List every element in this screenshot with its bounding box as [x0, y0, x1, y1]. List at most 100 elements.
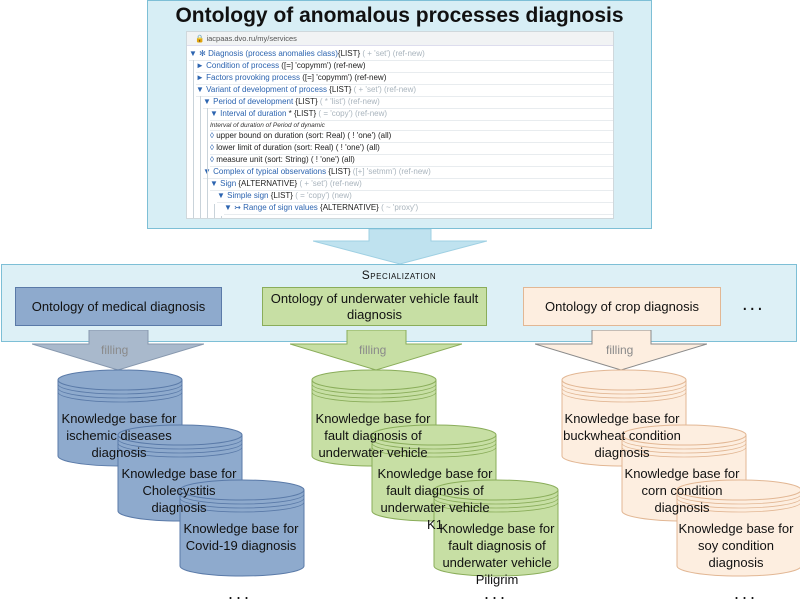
tree-row-modifiers: ( = 'copy') (ref-new)	[316, 109, 388, 118]
filling-label-crop: filling	[606, 343, 634, 357]
ontology-underwater-label: Ontology of underwater vehicle fault dia…	[270, 290, 479, 322]
tree-row[interactable]: ▼ Interval of duration * {LIST} ( = 'cop…	[210, 108, 613, 121]
kb-cylinder-underwater-3	[433, 479, 559, 577]
tree-row-toggle-icon: ▼ ✻	[189, 49, 209, 58]
filling-label-underwater: filling	[359, 343, 387, 357]
more-ontologies-ellipsis: ...	[742, 293, 765, 315]
tree-row-name: Diagnosis (process anomalies class)	[208, 49, 338, 58]
tree-row[interactable]: ▼ Complex of typical observations {LIST}…	[203, 166, 613, 179]
kb-medical-2: Knowledge base for Cholecystitis diagnos…	[121, 466, 237, 515]
tree-row-name: Variant of development of process	[206, 85, 327, 94]
tree-row-toggle-icon: ►	[196, 73, 207, 82]
more-kb-medical-ellipsis: ...	[228, 583, 253, 603]
tree-row-toggle-icon: ▼	[203, 167, 214, 176]
specialization-label: Specialization	[361, 268, 437, 282]
tree-row-modifiers: ([+] 'setmm') (ref-new)	[350, 167, 431, 176]
tree-row-type: lower limit of duration (sort: Real) ( !…	[216, 143, 380, 152]
tree-row-name: Simple sign	[227, 191, 269, 200]
tree-row[interactable]: ◊ upper bound on duration (sort: Real) (…	[210, 130, 613, 143]
tree-row[interactable]: Interval of duration of Period of dynami…	[210, 120, 613, 131]
more-kb-underwater-ellipsis: ...	[484, 583, 509, 603]
kb-crop-1: Knowledge base for buckwheat condition d…	[563, 411, 681, 460]
tree-row-type: upper bound on duration (sort: Real) ( !…	[216, 131, 392, 140]
tree-row-toggle-icon: ▼	[217, 191, 228, 200]
filling-label-medical: filling	[101, 343, 129, 357]
tree-row[interactable]: ◊ measure unit (sort: String) ( ! 'one')…	[210, 154, 613, 167]
tree-row[interactable]: ▼ Simple sign {LIST} ( = 'copy') (new)	[217, 190, 613, 203]
tree-row-type: {ALTERNATIVE}	[236, 179, 298, 188]
tree-row-note: Interval of duration of Period of dynami…	[210, 122, 325, 129]
tree-row-type: ([=] 'copymm') (ref-new)	[279, 61, 366, 70]
ontology-crop-label: Ontology of crop diagnosis	[545, 298, 699, 314]
kb-crop-2: Knowledge base for corn condition diagno…	[624, 466, 740, 515]
tree-indent-guide	[200, 96, 201, 218]
tree-row-toggle-icon: ▼ ↣	[224, 203, 244, 212]
kb-crop-3: Knowledge base for soy condition diagnos…	[678, 521, 794, 570]
kb-underwater-3: Knowledge base for fault diagnosis of un…	[439, 521, 555, 587]
ontology-medical-label: Ontology of medical diagnosis	[31, 298, 206, 314]
tree-indent-guide	[214, 204, 215, 218]
tree-row-toggle-icon: ◊	[210, 143, 217, 152]
tree-row-name: Factors provoking process	[206, 73, 300, 82]
ontology-crop-box: Ontology of crop diagnosis	[523, 287, 721, 326]
tree-row-type: {LIST}	[326, 85, 352, 94]
tree-row[interactable]: ► Condition of process ([=] 'copymm') (r…	[196, 60, 613, 73]
tree-row-toggle-icon: ▼	[210, 109, 221, 118]
tree-row[interactable]: ▼ Sign {ALTERNATIVE} ( + 'set') (ref-new…	[210, 178, 613, 191]
tree-row[interactable]: ▼ ✻ Diagnosis (process anomalies class){…	[189, 48, 613, 61]
tree-row-toggle-icon: ◊	[210, 131, 217, 140]
tree-row[interactable]: ◊ lower limit of duration (sort: Real) (…	[210, 142, 613, 155]
tree-row-name: Condition of process	[206, 61, 280, 70]
tree-row-toggle-icon: ▼	[210, 179, 221, 188]
kb-medical-3: Knowledge base for Covid-19 diagnosis	[183, 521, 299, 553]
ontology-medical-box: Ontology of medical diagnosis	[15, 287, 222, 326]
tree-row-name: Interval of duration	[220, 109, 287, 118]
tree-indent-guide	[207, 108, 208, 218]
kb-underwater-2: Knowledge base for fault diagnosis of un…	[377, 466, 493, 532]
tree-row-name: Range of sign values	[243, 203, 318, 212]
tree-row-toggle-icon: ►	[196, 61, 207, 70]
tree-row[interactable]: ▼ Variant of development of process {LIS…	[196, 84, 613, 97]
tree-row-type: {LIST}	[268, 191, 293, 200]
lock-icon: 🔒	[195, 34, 207, 43]
tree-indent-guide	[221, 216, 222, 218]
filling-arrow-underwater	[290, 330, 462, 370]
tree-row-modifiers: ( ~ 'proxy')	[378, 203, 419, 212]
tree-row-toggle-icon: ▼	[196, 85, 207, 94]
tree-row-type: {ALTERNATIVE}	[317, 203, 379, 212]
tree-row-toggle-icon: ◊	[210, 155, 217, 164]
ontology-editor-screenshot: 🔒 iacpaas.dvo.ru/my/services ▼ ✻ Diagnos…	[186, 31, 614, 219]
tree-row-type: measure unit (sort: String) ( ! 'one') (…	[216, 155, 355, 164]
tree-row-type: {LIST}	[293, 97, 318, 106]
tree-row[interactable]: ► Factors provoking process ([=] 'copymm…	[196, 72, 613, 85]
main-down-arrow	[313, 229, 487, 264]
tree-row-name: Complex of typical observations	[213, 167, 327, 176]
tree-row-type: * {LIST}	[286, 109, 317, 118]
kb-medical-1: Knowledge base for ischemic diseases dia…	[61, 411, 177, 460]
ontology-underwater-box: Ontology of underwater vehicle fault dia…	[262, 287, 487, 326]
tree-row-modifiers: ( = 'copy') (new)	[292, 191, 352, 200]
tree-row-toggle-icon: ▼	[203, 97, 214, 106]
tree-row-modifiers: ( + 'set') (ref-new)	[351, 85, 417, 94]
tree-row[interactable]: ▼ ↣ Range of sign values {ALTERNATIVE} (…	[224, 202, 613, 215]
diagram-title: Ontology of anomalous processes diagnosi…	[175, 4, 624, 27]
kb-cylinder-medical-3	[179, 479, 305, 577]
tree-row-modifiers: ( + 'set') (ref-new)	[360, 49, 425, 58]
tree-row-type: ([=] 'copymm') (ref-new)	[299, 73, 387, 82]
tree-row-type: {LIST}	[337, 49, 361, 58]
tree-row-name: Period of development	[213, 97, 294, 106]
tree-row-name: Sign	[220, 179, 237, 188]
tree-row-modifiers: ( + 'set') (ref-new)	[297, 179, 362, 188]
filling-arrow-crop	[535, 330, 707, 370]
more-kb-crop-ellipsis: ...	[734, 583, 759, 603]
kb-underwater-1: Knowledge base for fault diagnosis of un…	[315, 411, 431, 460]
tree-row-type: {LIST}	[326, 167, 351, 176]
url-text: iacpaas.dvo.ru/my/services	[206, 34, 297, 43]
url-bar: 🔒 iacpaas.dvo.ru/my/services	[187, 32, 613, 46]
tree-row-modifiers: ( * 'list') (ref-new)	[317, 97, 380, 106]
filling-arrow-medical	[32, 330, 204, 370]
kb-cylinder-crop-3	[676, 479, 800, 577]
tree-indent-guide	[193, 60, 194, 218]
tree-row[interactable]: ▼ Period of development {LIST} ( * 'list…	[203, 96, 613, 109]
